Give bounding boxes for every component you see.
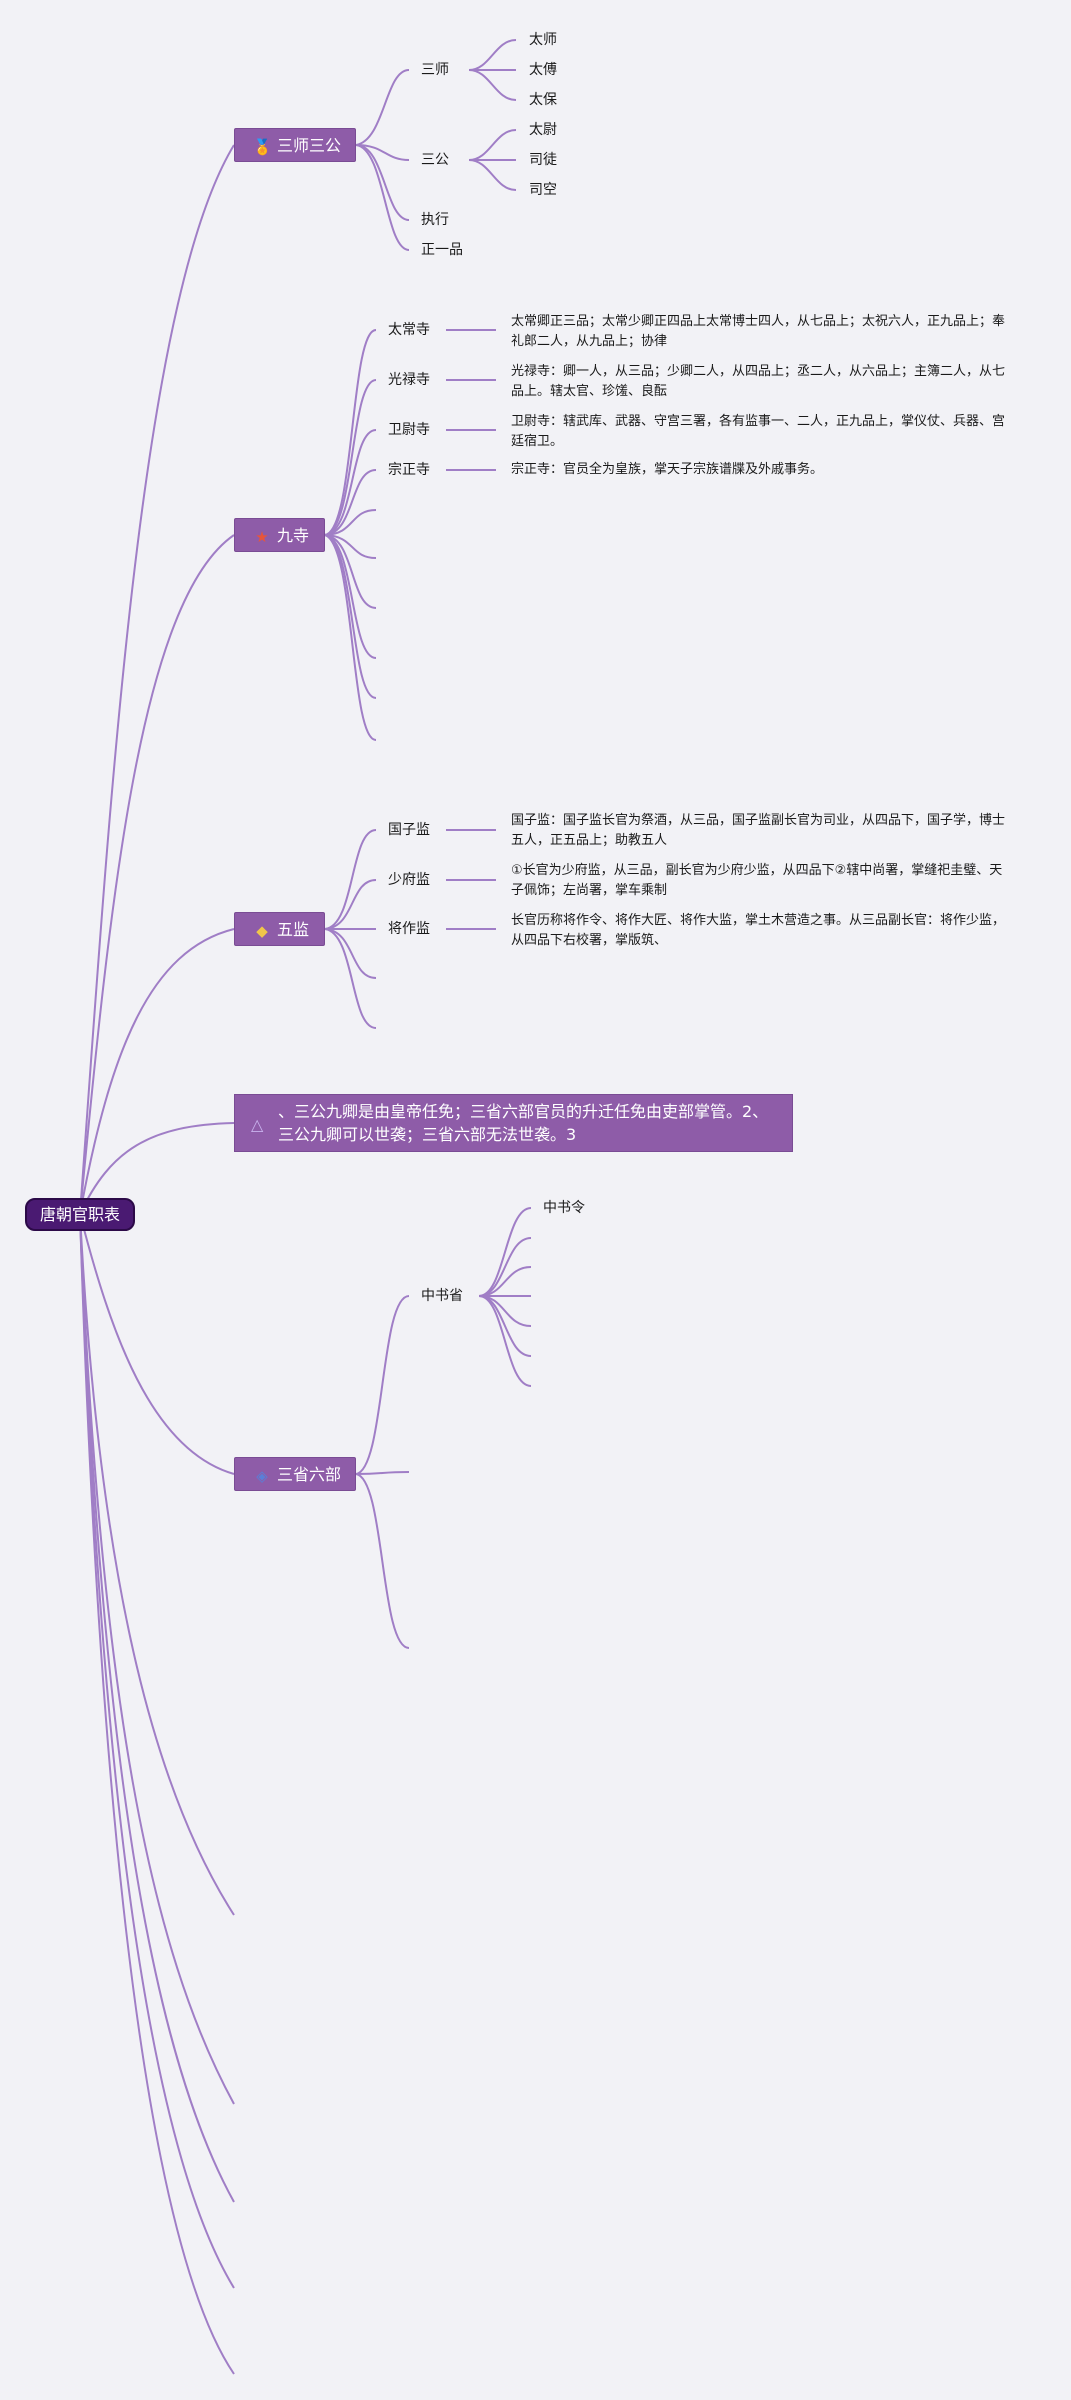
desc-shaofujian[interactable]: ①长官为少府监，从三品，副长官为少府少监，从四品下②辖中尚署，掌缝祀圭璧、天子佩…	[511, 863, 1003, 898]
leaf-situ[interactable]: 司徒	[529, 152, 557, 168]
node-guozijian[interactable]: 国子监	[388, 822, 430, 838]
node-guanglusi[interactable]: 光禄寺	[388, 372, 430, 388]
branch-label: 三师三公	[277, 136, 342, 155]
node-weiweisi[interactable]: 卫尉寺	[388, 422, 430, 438]
note-text: 、三公九卿是由皇帝任免；三省六部官员的升迁任免由吏部掌管。2、三公九卿可以世袭；…	[278, 1102, 769, 1144]
node-sangong[interactable]: 三公	[421, 152, 449, 168]
root-node[interactable]: 唐朝官职表	[25, 1198, 135, 1231]
desc-weiweisi[interactable]: 卫尉寺：辖武库、武器、守宫三署，各有监事一、二人，正九品上，掌仪仗、兵器、宫廷宿…	[511, 414, 1006, 449]
desc-guozijian[interactable]: 国子监：国子监长官为祭酒，从三品，国子监副长官为司业，从四品下，国子学，博士五人…	[511, 813, 1006, 848]
desc-jiangzuojian[interactable]: 长官历称将作令、将作大匠、将作大监，掌土木营造之事。从三品副长官：将作少监，从四…	[511, 913, 1006, 948]
node-sanshi[interactable]: 三师	[421, 62, 449, 78]
node-zhixing[interactable]: 执行	[421, 212, 449, 228]
branch-label: 五监	[277, 920, 310, 939]
branch-sansheng-liubu[interactable]: ◈ 三省六部	[234, 1457, 356, 1491]
node-jiangzuojian[interactable]: 将作监	[388, 921, 430, 937]
star-icon: ★	[255, 528, 269, 546]
drop-icon: ◈	[256, 1467, 268, 1485]
node-zhongshusheng[interactable]: 中书省	[421, 1288, 463, 1304]
node-zongzhengsi[interactable]: 宗正寺	[388, 462, 430, 478]
leaf-zhongshuling[interactable]: 中书令	[543, 1200, 585, 1216]
leaf-taishi[interactable]: 太师	[529, 32, 557, 48]
node-taichangsi[interactable]: 太常寺	[388, 322, 430, 338]
branch-sanshi-sangong[interactable]: 🏅 三师三公	[234, 128, 356, 162]
branch-label: 九寺	[277, 526, 310, 545]
leaf-sikong[interactable]: 司空	[529, 182, 557, 198]
triangle-icon: △	[251, 1115, 264, 1134]
leaf-taiwei[interactable]: 太尉	[529, 122, 557, 138]
gem-icon: ◆	[256, 922, 268, 940]
leaf-taibao[interactable]: 太保	[529, 92, 557, 108]
branch-label: 三省六部	[277, 1465, 342, 1484]
node-zhengyipin[interactable]: 正一品	[421, 242, 463, 258]
award-medal-icon: 🏅	[253, 138, 272, 156]
branch-wujian[interactable]: ◆ 五监	[234, 912, 325, 946]
desc-zongzhengsi[interactable]: 宗正寺：官员全为皇族，掌天子宗族谱牒及外戚事务。	[511, 462, 824, 477]
leaf-taifu[interactable]: 太傅	[529, 62, 557, 78]
desc-taichangsi[interactable]: 太常卿正三品；太常少卿正四品上太常博士四人，从七品上；太祝六人，正九品上；奉礼郎…	[511, 314, 1006, 349]
note-box[interactable]: △ 、三公九卿是由皇帝任免；三省六部官员的升迁任免由吏部掌管。2、三公九卿可以世…	[234, 1094, 793, 1152]
desc-guanglusi[interactable]: 光禄寺：卿一人，从三品；少卿二人，从四品上；丞二人，从六品上；主簿二人，从七品上…	[511, 364, 1006, 399]
branch-jiusi[interactable]: ★ 九寺	[234, 518, 325, 552]
node-shaofujian[interactable]: 少府监	[388, 872, 430, 888]
